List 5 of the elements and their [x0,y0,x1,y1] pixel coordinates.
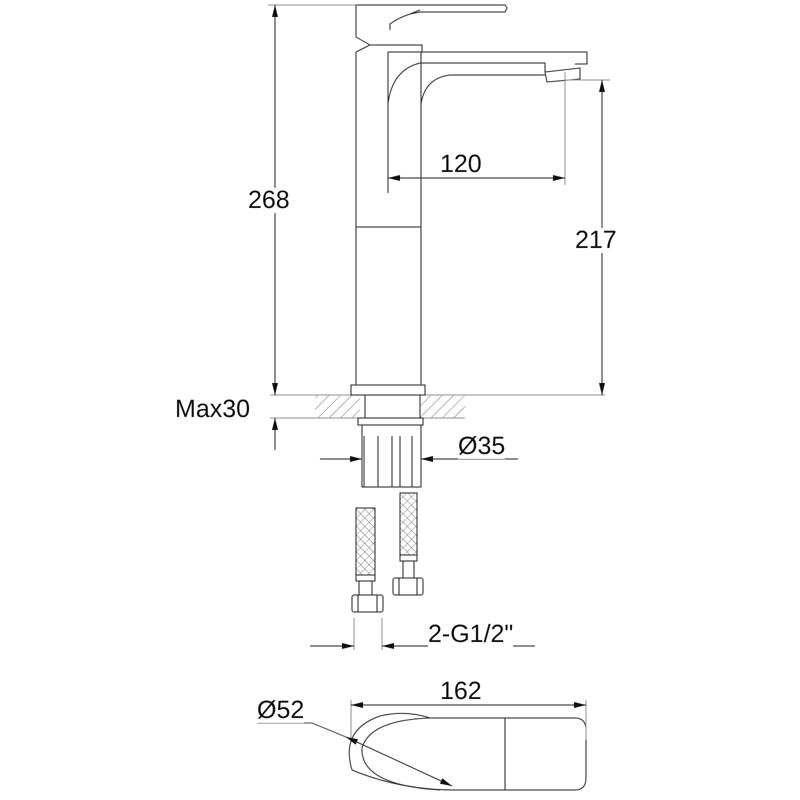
dimension-label: Ø52 [257,698,304,723]
dimension-label: Ø35 [458,434,506,459]
dimension-label: 217 [575,228,617,253]
dimension-label: 268 [248,188,290,213]
dimension-label: 2-G1/2" [428,622,514,647]
